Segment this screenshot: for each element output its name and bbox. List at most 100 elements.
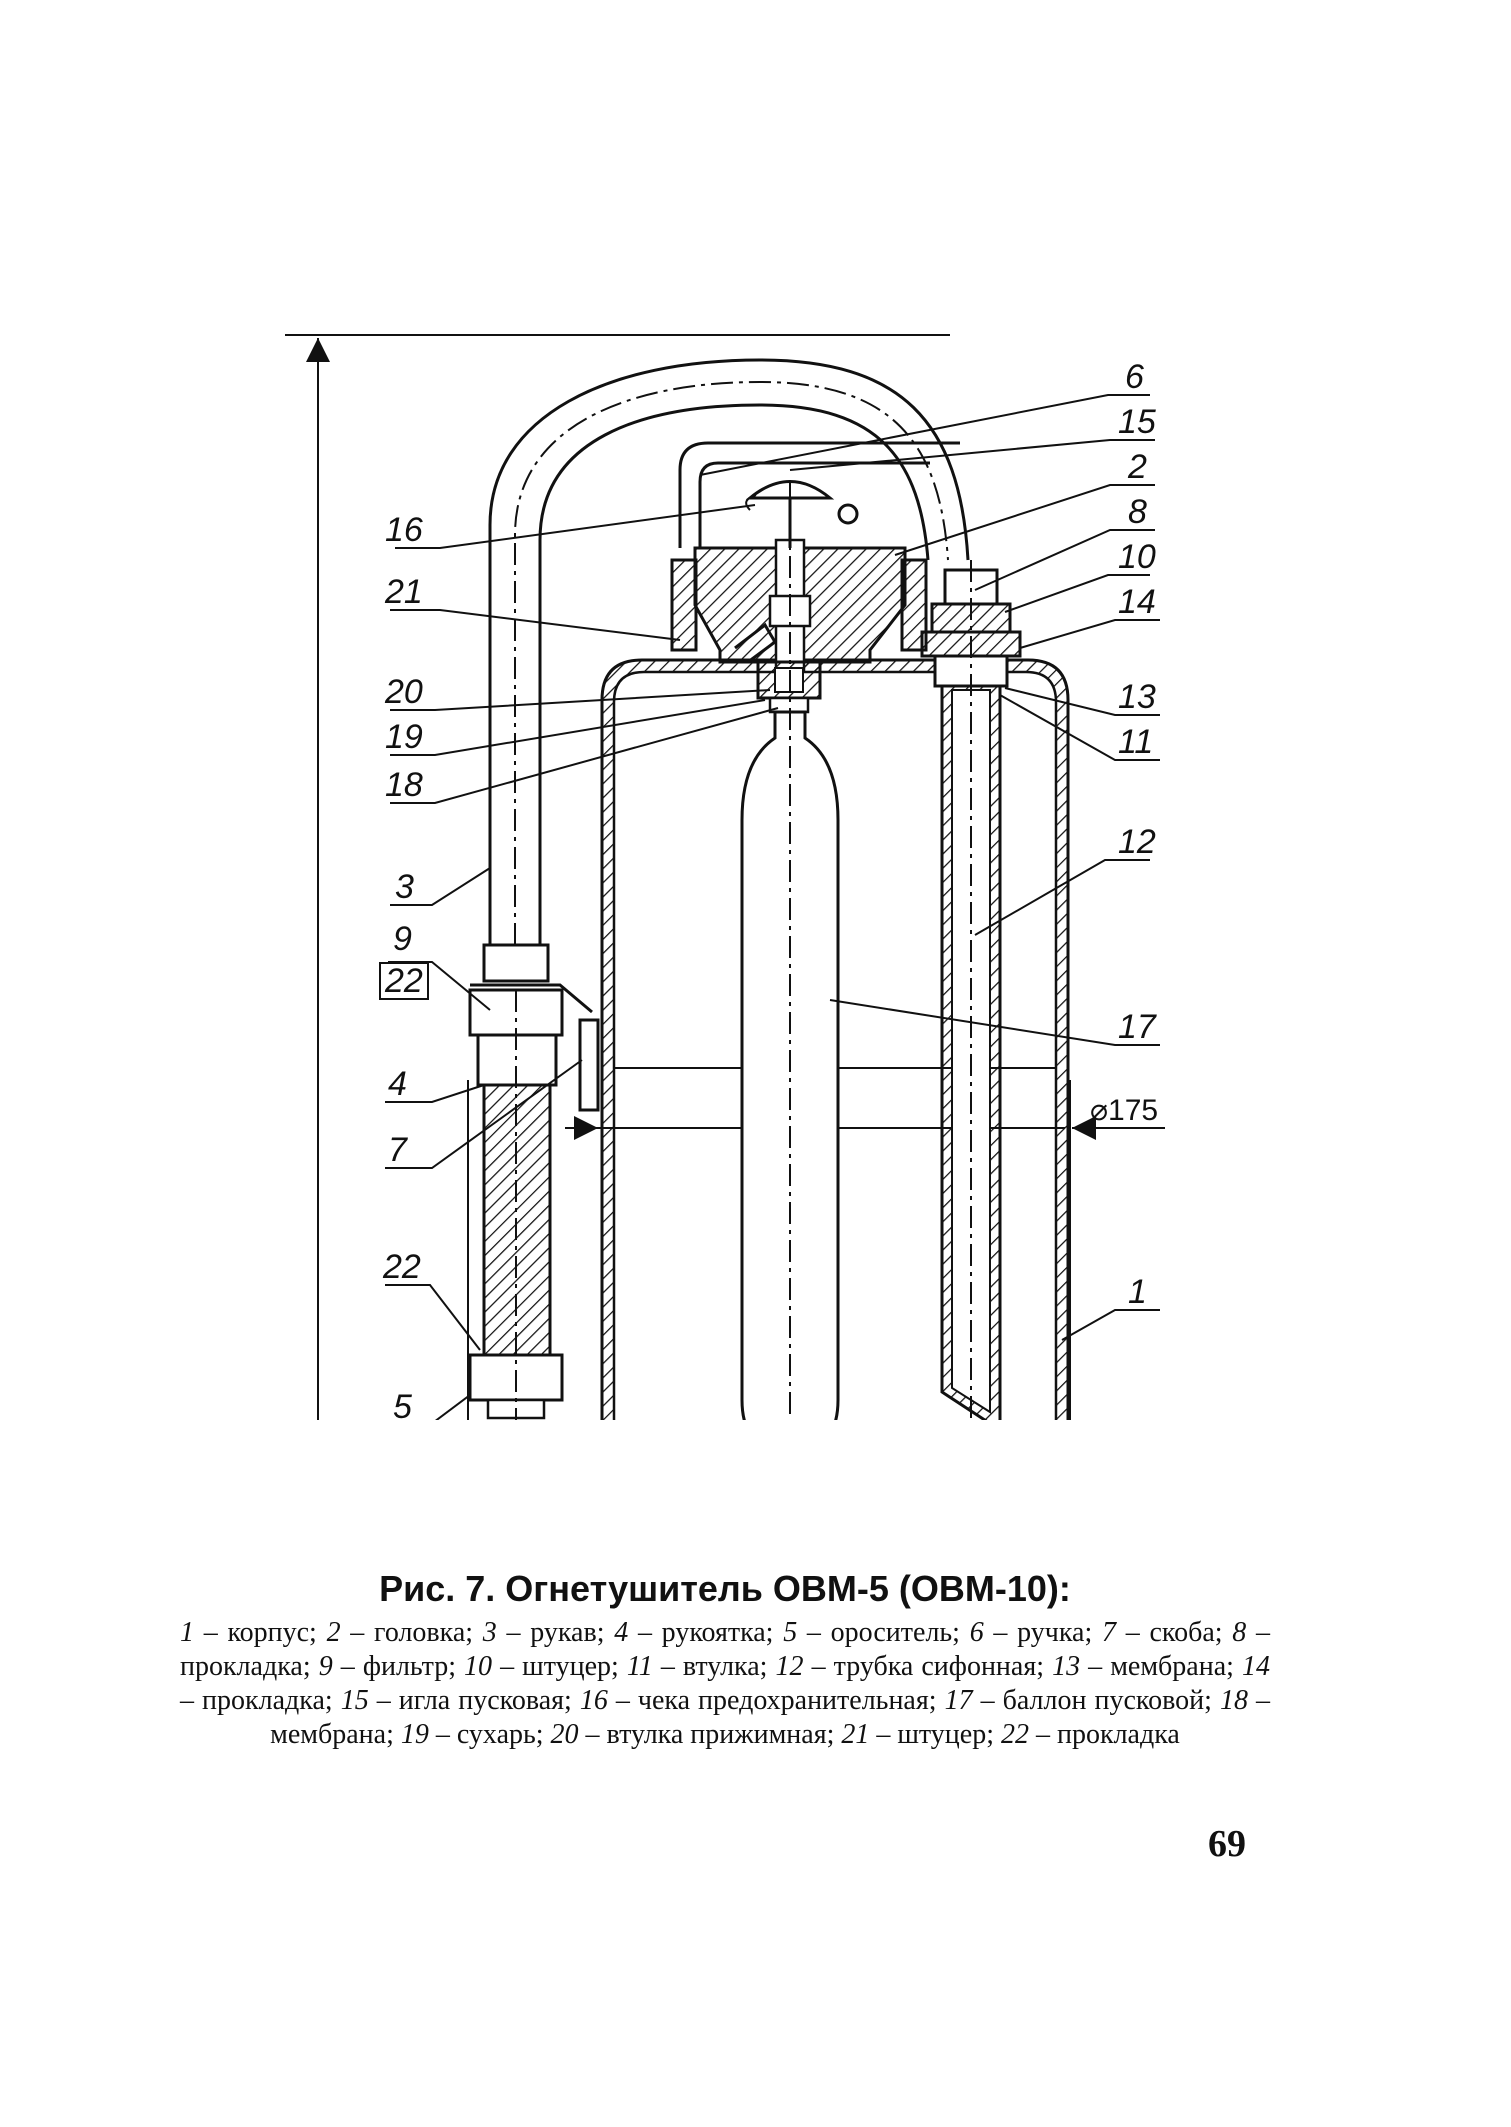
legend-item: 11 – втулка;	[627, 1651, 776, 1682]
callout-20: 20	[384, 673, 423, 711]
callout-21: 21	[384, 573, 423, 611]
legend-item: 10 – штуцер;	[464, 1651, 627, 1682]
caption-legend: 1 – корпус; 2 – головка; 3 – рукав; 4 – …	[180, 1616, 1270, 1752]
legend-number: 10	[464, 1651, 493, 1682]
legend-number: 22	[1001, 1719, 1029, 1750]
legend-text: – прокладка	[1029, 1719, 1180, 1750]
extinguisher-diagram: 225 ⌀175	[285, 334, 1165, 1420]
legend-number: 13	[1052, 1651, 1081, 1682]
callout-labels: 6 15 2 8 10 14 13 11 12 17 1 16 21 20 19…	[379, 358, 1157, 1420]
figure-caption: Рис. 7. Огнетушитель ОВМ-5 (ОВМ-10): 1 –…	[180, 1568, 1270, 1752]
legend-number: 7	[1102, 1617, 1117, 1648]
legend-text: – мембрана;	[1080, 1651, 1242, 1682]
legend-text: – корпус;	[194, 1617, 327, 1648]
legend-number: 4	[614, 1617, 629, 1648]
legend-text: – прокладка;	[180, 1685, 341, 1716]
callout-14: 14	[1118, 583, 1156, 621]
legend-item: 2 – головка;	[327, 1617, 483, 1648]
callout-22-upper: 22	[384, 962, 423, 1000]
legend-item: 19 – сухарь;	[401, 1719, 551, 1750]
callout-9: 9	[393, 920, 412, 958]
legend-number: 6	[969, 1617, 984, 1648]
legend-number: 18	[1219, 1685, 1248, 1716]
legend-item: 8 – прокладка;	[180, 1617, 1270, 1682]
nozzle-assembly	[468, 943, 600, 1420]
safety-pin	[745, 480, 859, 548]
legend-item: 20 – втулка прижимная;	[551, 1719, 842, 1750]
legend-item: 16 – чека предохранительная;	[580, 1685, 945, 1716]
callout-4: 4	[388, 1065, 407, 1103]
caption-title: Рис. 7. Огнетушитель ОВМ-5 (ОВМ-10):	[379, 1568, 1071, 1609]
legend-text: – сухарь;	[428, 1719, 551, 1750]
callout-3: 3	[395, 868, 414, 906]
hose	[488, 358, 970, 945]
callout-17: 17	[1118, 1008, 1157, 1046]
siphon-tube	[920, 560, 1022, 1420]
legend-item: 6 – ручка;	[970, 1617, 1102, 1648]
legend-text: – головка;	[340, 1617, 483, 1648]
legend-number: 19	[400, 1719, 429, 1750]
callout-22-lower: 22	[382, 1248, 421, 1286]
legend-text: – прокладка;	[180, 1617, 1271, 1682]
callout-5: 5	[393, 1388, 412, 1420]
diameter-label: ⌀175	[1090, 1094, 1158, 1127]
legend-text: – трубка сифонная;	[803, 1651, 1053, 1682]
height-dimension	[285, 334, 950, 1420]
legend-text: – рукав;	[496, 1617, 615, 1648]
legend-number: 9	[318, 1651, 333, 1682]
legend-item: 15 – игла пусковая;	[341, 1685, 580, 1716]
legend-number: 12	[775, 1651, 804, 1682]
legend-number: 20	[550, 1719, 579, 1750]
legend-number: 3	[482, 1617, 497, 1648]
callout-2: 2	[1127, 448, 1147, 486]
callout-13: 13	[1118, 678, 1156, 716]
legend-text: – втулка прижимная;	[578, 1719, 842, 1750]
legend-text: – рукоятка;	[628, 1617, 784, 1648]
legend-item: 9 – фильтр;	[319, 1651, 464, 1682]
legend-item: 5 – ороситель;	[783, 1617, 970, 1648]
launch-cylinder	[740, 480, 840, 1420]
callout-10: 10	[1118, 538, 1156, 576]
legend-item: 18 – мембрана;	[270, 1685, 1270, 1750]
legend-number: 15	[340, 1685, 369, 1716]
legend-item: 7 – скоба;	[1102, 1617, 1232, 1648]
callout-1: 1	[1128, 1273, 1147, 1311]
width-dimension: 225	[467, 1080, 1071, 1420]
legend-text: – игла пусковая;	[368, 1685, 580, 1716]
legend-item: 14 – прокладка;	[180, 1651, 1270, 1716]
legend-number: 14	[1241, 1651, 1270, 1682]
legend-text: – мембрана;	[270, 1685, 1270, 1750]
extinguisher-head	[670, 538, 928, 672]
callout-12: 12	[1118, 823, 1156, 861]
legend-item: 13 – мембрана;	[1052, 1651, 1242, 1682]
legend-text: – ручка;	[983, 1617, 1103, 1648]
legend-number: 8	[1232, 1617, 1247, 1648]
callout-18: 18	[385, 766, 423, 804]
callout-19: 19	[385, 718, 423, 756]
legend-text: – фильтр;	[332, 1651, 465, 1682]
legend-text: – втулка;	[652, 1651, 776, 1682]
callout-11: 11	[1118, 723, 1153, 761]
legend-number: 1	[180, 1617, 194, 1648]
legend-item: 21 – штуцер;	[841, 1719, 1001, 1750]
legend-text: – чека предохранительная;	[607, 1685, 945, 1716]
callout-6: 6	[1125, 358, 1144, 396]
legend-text: – скоба;	[1116, 1617, 1233, 1648]
legend-text: – ороситель;	[797, 1617, 970, 1648]
callout-16: 16	[385, 511, 423, 549]
legend-number: 5	[783, 1617, 798, 1648]
legend-item: 3 – рукав;	[483, 1617, 614, 1648]
legend-text: – штуцер;	[869, 1719, 1001, 1750]
carry-handle	[678, 441, 960, 548]
legend-text: – штуцер;	[492, 1651, 627, 1682]
callout-15: 15	[1118, 403, 1156, 441]
callout-7: 7	[388, 1131, 408, 1169]
legend-item: 4 – рукоятка;	[614, 1617, 783, 1648]
legend-item: 17 – баллон пусковой;	[945, 1685, 1220, 1716]
legend-number: 17	[944, 1685, 973, 1716]
legend-number: 21	[841, 1719, 870, 1750]
legend-text: – баллон пусковой;	[972, 1685, 1220, 1716]
legend-number: 11	[626, 1651, 653, 1682]
legend-item: 12 – трубка сифонная;	[776, 1651, 1053, 1682]
legend-item: 22 – прокладка	[1001, 1719, 1180, 1750]
